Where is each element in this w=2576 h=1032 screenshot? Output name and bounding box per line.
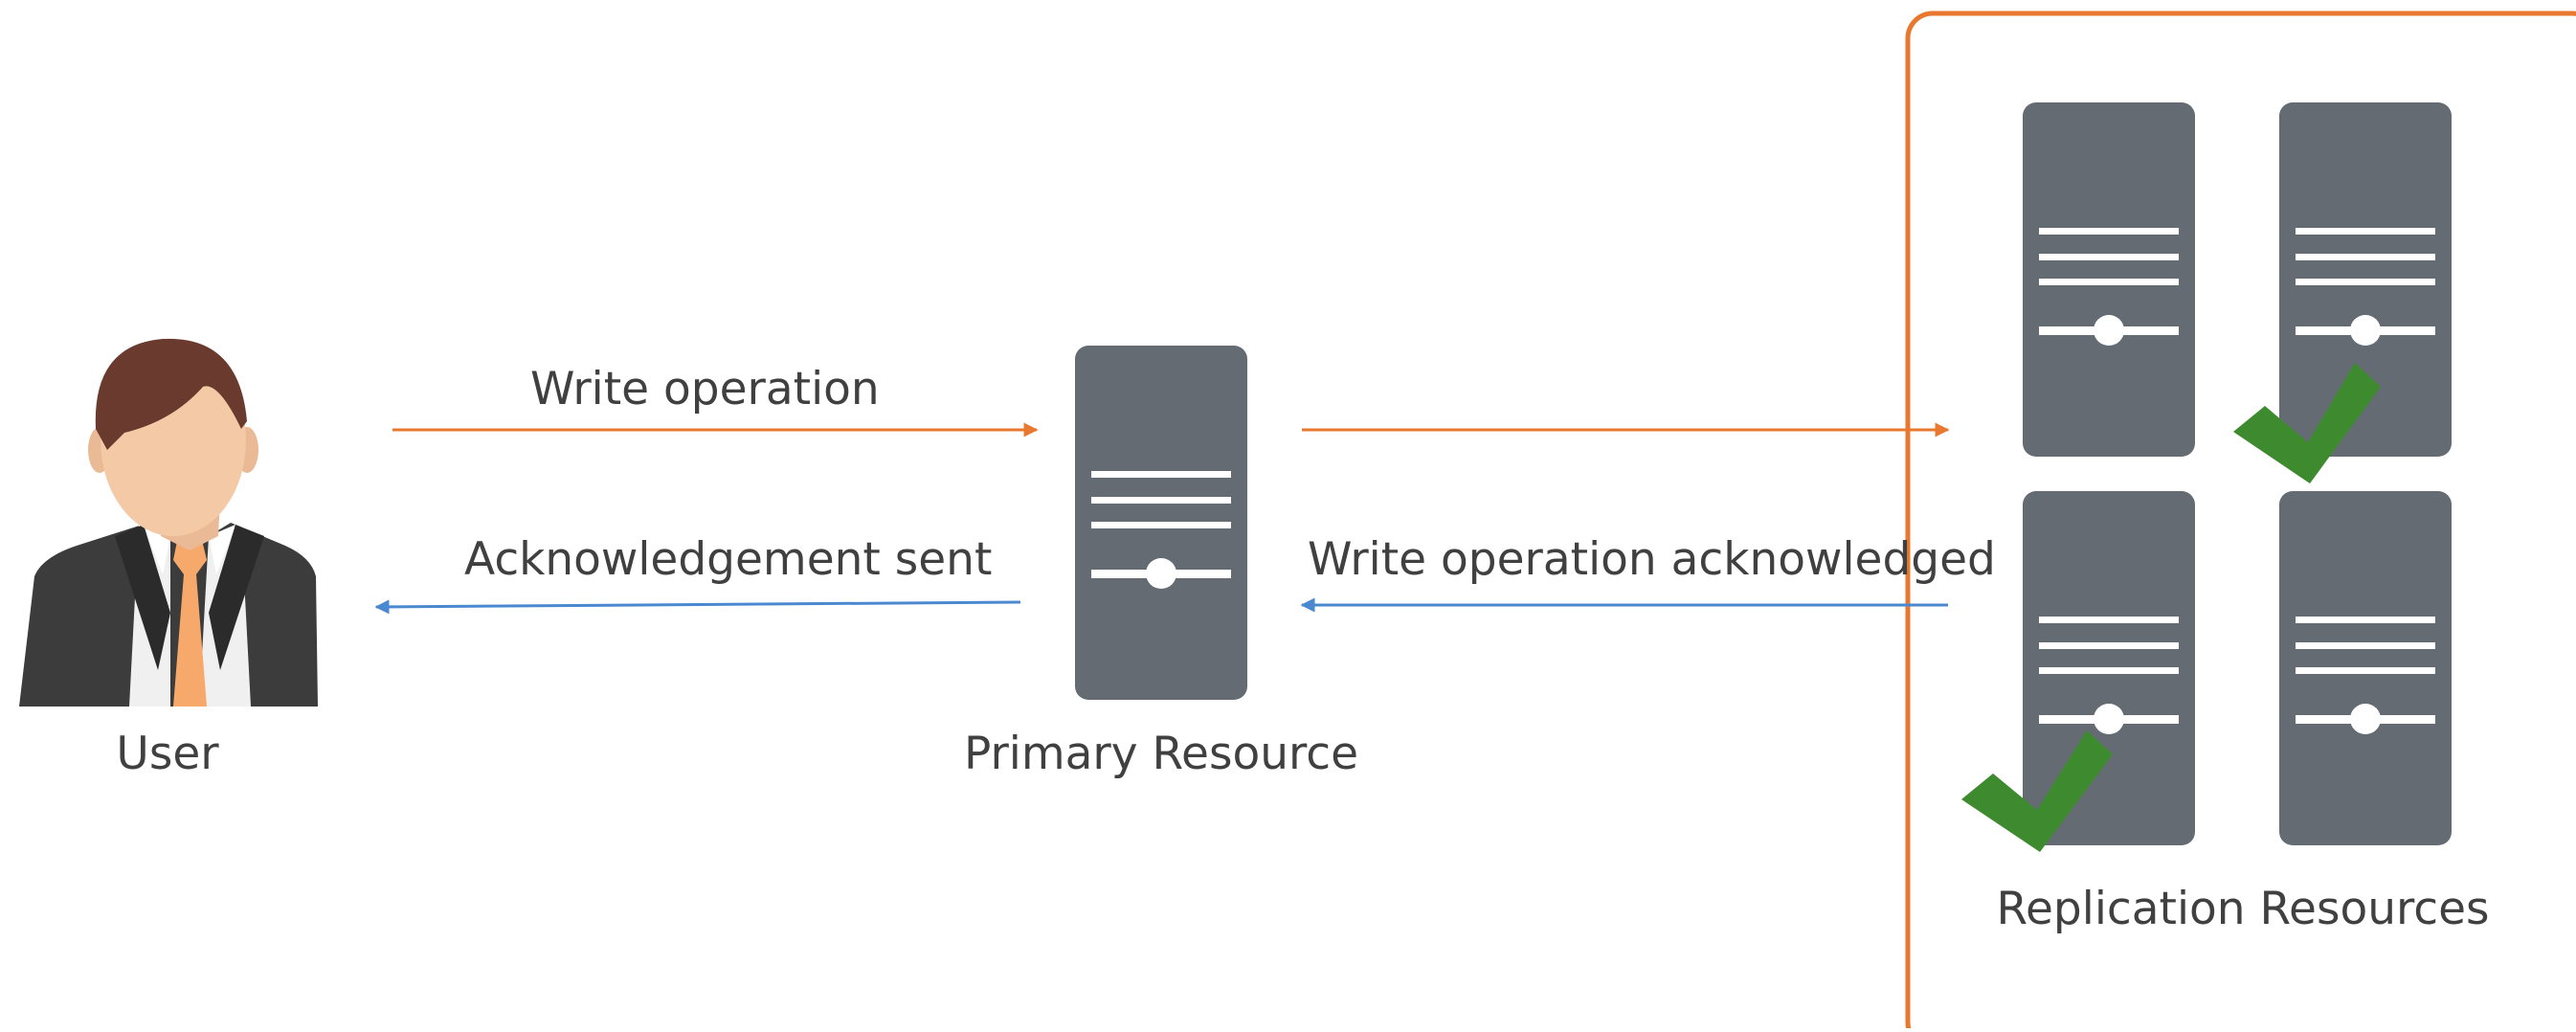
replication-server-top-left-icon bbox=[2023, 102, 2195, 457]
replication-server-bottom-left-icon bbox=[2023, 491, 2195, 845]
replication-server-bottom-right-icon bbox=[2279, 491, 2452, 845]
primary-resource-label: Primary Resource bbox=[963, 728, 1359, 780]
check-icon-bottom-left-mark bbox=[1961, 730, 2113, 852]
replication-server-top-right-icon bbox=[2279, 102, 2452, 457]
acknowledgement-sent-label: Acknowledgement sent bbox=[464, 533, 993, 586]
user-label: User bbox=[116, 728, 219, 780]
check-icon-top-right-mark bbox=[2233, 363, 2381, 483]
write-operation-label: Write operation bbox=[530, 363, 880, 415]
replication-group-border bbox=[1905, 11, 2576, 1032]
replication-resources-label: Replication Resources bbox=[1996, 883, 2490, 935]
acknowledgement-sent-arrow bbox=[374, 599, 1021, 615]
write-acknowledged-label: Write operation acknowledged bbox=[1308, 533, 1996, 586]
user-icon bbox=[19, 338, 318, 707]
primary-server-icon bbox=[1075, 346, 1247, 700]
